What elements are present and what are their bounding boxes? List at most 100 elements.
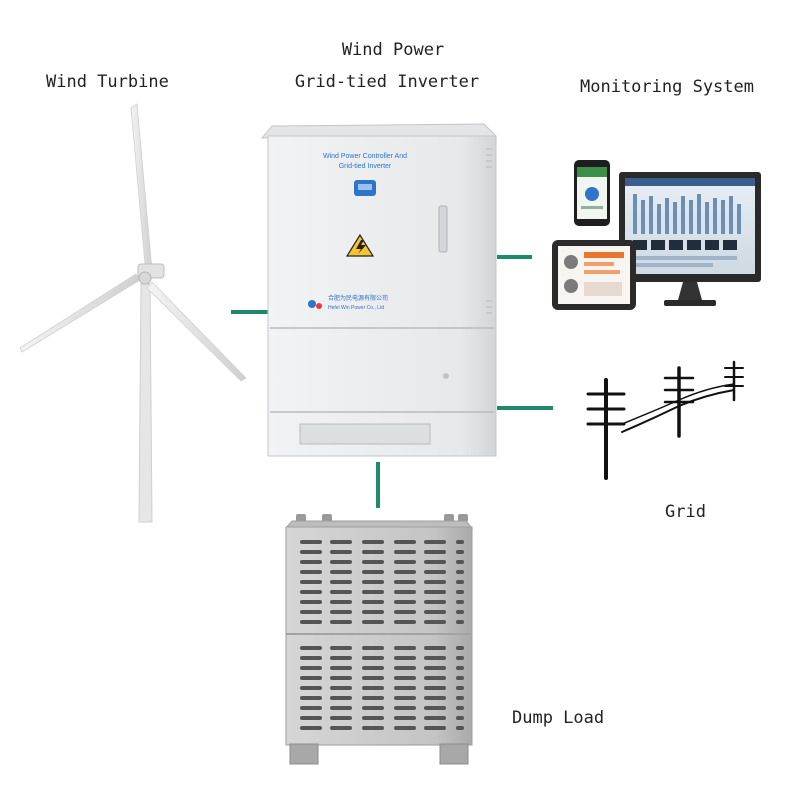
vent-slot: [362, 676, 384, 680]
vent-slot: [330, 646, 352, 650]
vent-slot: [362, 600, 384, 604]
vent-slot: [394, 580, 416, 584]
inverter-label-line1: Wind Power: [341, 40, 445, 60]
vent-slot: [362, 570, 384, 574]
vent-slot: [300, 686, 322, 690]
side-vent-slot: [456, 580, 464, 584]
vent-slot: [424, 716, 446, 720]
vent-slot: [394, 646, 416, 650]
vent-slot: [424, 610, 446, 614]
wind-turbine-label: Wind Turbine: [46, 72, 169, 92]
monitor-stand: [678, 282, 702, 300]
vent-slot: [330, 570, 352, 574]
vent-slot: [300, 666, 322, 670]
dump-load-label: Dump Load: [512, 708, 605, 728]
monitoring-system-label: Monitoring System: [580, 77, 754, 97]
vent-slot: [394, 550, 416, 554]
vent-slot: [330, 560, 352, 564]
vent-slot: [424, 560, 446, 564]
side-vent-slot: [456, 656, 464, 660]
vent-slot: [394, 600, 416, 604]
vent-slot: [424, 570, 446, 574]
vent-slot: [300, 600, 322, 604]
side-vent-slot: [456, 620, 464, 624]
dump-load-upper-vents: [300, 540, 464, 624]
side-vent-slot: [456, 716, 464, 720]
side-vent-slot: [456, 646, 464, 650]
vent-slot: [362, 610, 384, 614]
dump-load-body: [285, 526, 473, 746]
turbine-hub: [138, 271, 152, 285]
vent-slot: [300, 706, 322, 710]
monitor-base: [664, 300, 716, 306]
side-vent-slot: [456, 706, 464, 710]
vent-slot: [394, 706, 416, 710]
vent-slot: [330, 656, 352, 660]
inverter-label-line2: Grid-tied Inverter: [294, 72, 480, 92]
vent-slot: [424, 706, 446, 710]
vent-slot: [362, 656, 384, 660]
panel-title-line1: Wind Power Controller And: [323, 153, 407, 160]
side-vent-slot: [456, 666, 464, 670]
vent-slot: [424, 676, 446, 680]
side-vent-slot: [456, 600, 464, 604]
vent-slot: [300, 590, 322, 594]
vent-slot: [330, 726, 352, 730]
vent-slot: [362, 590, 384, 594]
dump-load-lower-vents: [300, 646, 464, 730]
vent-slot: [330, 580, 352, 584]
dump-load-foot-left: [289, 743, 319, 765]
vent-slot: [424, 600, 446, 604]
vent-slot: [330, 540, 352, 544]
vent-slot: [424, 540, 446, 544]
company-name-en: Hefei Win Power Co., Ltd: [328, 305, 384, 311]
connector-lines: [231, 255, 553, 508]
side-vent-slot: [456, 696, 464, 700]
vent-slot: [330, 706, 352, 710]
grid-label: Grid: [665, 502, 706, 522]
vent-slot: [362, 580, 384, 584]
company-logo-icon: [308, 300, 322, 309]
vent-slot: [362, 550, 384, 554]
vent-slot: [300, 550, 322, 554]
vent-slot: [330, 696, 352, 700]
vent-slot: [300, 646, 322, 650]
vent-slot: [362, 646, 384, 650]
vent-slot: [424, 590, 446, 594]
vent-slot: [362, 686, 384, 690]
dump-load-lifting-eye-4: [458, 514, 468, 522]
side-vent-slot: [456, 726, 464, 730]
monitor-status-tiles: [633, 240, 737, 250]
vent-slot: [362, 706, 384, 710]
monitor-chart-bars: [633, 194, 741, 234]
vent-slot: [394, 570, 416, 574]
cabinet-handle: [438, 205, 448, 253]
side-vent-slot: [456, 610, 464, 614]
vent-slot: [300, 676, 322, 680]
vent-slot: [424, 580, 446, 584]
power-line-1: [621, 389, 735, 433]
turbine-blade-left: [19, 273, 141, 353]
vent-slot: [424, 686, 446, 690]
vent-slot: [424, 550, 446, 554]
vent-slot: [394, 560, 416, 564]
vent-slot: [300, 696, 322, 700]
turbine-blade-up: [130, 103, 153, 276]
vent-slot: [300, 540, 322, 544]
dump-load-lifting-eye-1: [296, 514, 306, 522]
grid-power-poles-illustration: [586, 360, 744, 480]
side-vent-slot: [456, 570, 464, 574]
cabinet-side-vents: [486, 148, 492, 314]
vent-slot: [300, 570, 322, 574]
inverter-cabinet: Wind Power Controller And Grid-tied Inve…: [260, 123, 498, 457]
vent-slot: [394, 656, 416, 660]
dump-load-lifting-eye-3: [444, 514, 454, 522]
vent-slot: [394, 726, 416, 730]
vent-slot: [362, 726, 384, 730]
vent-slot: [424, 696, 446, 700]
vent-slot: [330, 666, 352, 670]
panel-title-line2: Grid-tied Inverter: [339, 163, 392, 170]
side-vent-slot: [456, 540, 464, 544]
vent-slot: [330, 590, 352, 594]
